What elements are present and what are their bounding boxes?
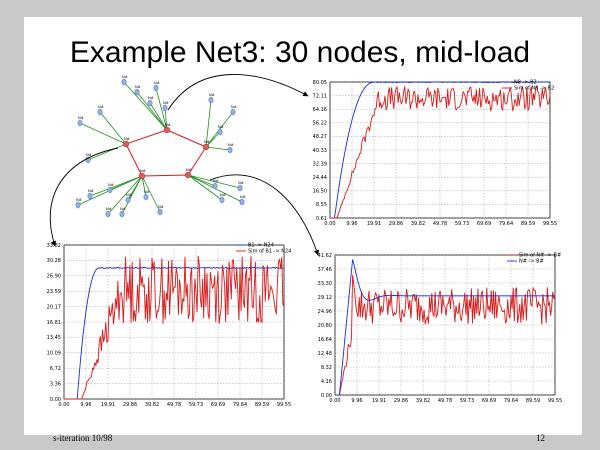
chart-bottom-left: 0.00 9.96 19.91 29.86 39.82 49.78 59.73 69.69 79… (34, 237, 292, 413)
y-tick-label: 72.11 (313, 93, 327, 99)
series-line-red (335, 274, 556, 396)
y-tick-label: 48.27 (313, 134, 327, 140)
x-tick-label: 9.96 (346, 221, 357, 227)
x-tick-label: 9.96 (80, 402, 91, 408)
y-tick-label: 24.44 (313, 175, 327, 181)
x-tick-label: 0.00 (324, 221, 335, 227)
x-tick-label: 59.73 (455, 221, 469, 227)
x-tick-label: 79.64 (499, 221, 513, 227)
y-tick-label: 10.09 (47, 351, 61, 357)
legend-label: N# -> B# (519, 259, 544, 265)
x-tick-label: 69.69 (477, 221, 491, 227)
y-tick-label: 41.62 (318, 253, 332, 259)
x-tick-label: 0.00 (58, 402, 69, 408)
y-tick-label: 56.22 (313, 121, 327, 127)
y-tick-label: 8.55 (316, 202, 327, 208)
x-tick-label: 89.59 (521, 221, 535, 227)
x-tick-label: 59.73 (189, 402, 203, 408)
x-tick-label: 9.96 (351, 398, 362, 404)
page-number: 12 (536, 433, 545, 443)
series-line-blue (330, 81, 551, 219)
x-tick-label: 19.91 (367, 221, 381, 227)
x-tick-label: 39.82 (411, 221, 425, 227)
x-tick-label: 69.69 (211, 402, 225, 408)
legend-label: B1 -> N24 (248, 243, 274, 249)
y-tick-label: 23.59 (47, 289, 61, 295)
y-tick-label: 13.45 (47, 335, 61, 341)
y-tick-label: 8.32 (321, 365, 332, 371)
series-line-red (64, 255, 285, 400)
y-tick-label: 20.17 (47, 304, 61, 310)
x-tick-label: 99.55 (277, 402, 291, 408)
y-tick-label: 80.05 (313, 80, 327, 86)
chart-svg: 0.00 9.96 19.91 29.86 39.82 49.78 59.73 69.69 79… (313, 80, 557, 227)
chart-svg: 0.00 9.96 19.91 29.86 39.82 49.78 59.73 69.69 79… (318, 253, 562, 404)
y-tick-label: 20.80 (318, 323, 332, 329)
x-tick-label: 99.55 (543, 221, 557, 227)
y-tick-label: 0.00 (50, 397, 61, 403)
slide-title: Example Net3: 30 nodes, mid-load (69, 36, 531, 69)
y-tick-label: 30.28 (47, 258, 61, 264)
y-tick-label: 32.39 (313, 161, 327, 167)
y-tick-label: 64.16 (313, 107, 327, 113)
x-tick-label: 19.91 (372, 398, 386, 404)
x-tick-label: 39.82 (145, 402, 159, 408)
chart-svg: 0.00 9.96 19.91 29.86 39.82 49.78 59.73 69.69 79… (47, 243, 292, 408)
x-tick-label: 59.73 (460, 398, 474, 404)
x-tick-label: 89.59 (255, 402, 269, 408)
x-tick-label: 49.78 (433, 221, 447, 227)
x-tick-label: 79.64 (233, 402, 247, 408)
y-tick-label: 16.81 (47, 320, 61, 326)
x-tick-label: 49.78 (438, 398, 452, 404)
x-tick-label: 19.91 (101, 402, 115, 408)
x-tick-label: 49.78 (167, 402, 181, 408)
series-line-blue (335, 259, 555, 396)
x-tick-label: 89.59 (526, 398, 540, 404)
x-tick-label: 69.69 (482, 398, 496, 404)
y-tick-label: 4.16 (321, 379, 332, 385)
y-tick-label: 40.33 (313, 148, 327, 154)
x-tick-label: 79.64 (504, 398, 518, 404)
y-tick-label: 33.30 (318, 281, 332, 287)
x-tick-label: 0.00 (329, 398, 340, 404)
x-tick-label: 29.86 (389, 221, 403, 227)
series-line-blue (64, 266, 285, 400)
y-tick-label: 12.48 (318, 351, 332, 357)
y-tick-label: 29.12 (318, 295, 332, 301)
chart-top-right: 0.00 9.96 19.91 29.86 39.82 49.78 59.73 69.69 79… (300, 74, 558, 232)
y-tick-label: 33.82 (47, 243, 61, 249)
y-tick-label: 3.36 (50, 381, 61, 387)
legend-label: Sim of B1 -> N24 (248, 249, 291, 255)
legend-label: Sim of N# -> B# (519, 253, 561, 259)
legend-label: Sim of N8 -> B2 (514, 86, 554, 92)
y-tick-label: 16.50 (313, 189, 327, 195)
y-tick-label: 0.00 (321, 393, 332, 399)
y-tick-label: 37.46 (318, 267, 332, 273)
y-tick-label: 16.64 (318, 337, 332, 343)
x-tick-label: 29.86 (123, 402, 137, 408)
legend-label: N8 -> B2 (514, 80, 537, 86)
x-tick-label: 99.55 (548, 398, 562, 404)
y-tick-label: 26.90 (47, 274, 61, 280)
x-tick-label: 39.82 (416, 398, 430, 404)
y-tick-label: 0.61 (316, 216, 327, 222)
x-tick-label: 29.86 (394, 398, 408, 404)
series-line-red (330, 85, 551, 219)
y-tick-label: 24.96 (318, 309, 332, 315)
y-tick-label: 6.72 (50, 366, 61, 372)
footer-note: s-iteration 10/98 (53, 433, 113, 443)
chart-bottom-right: 0.00 9.96 19.91 29.86 39.82 49.78 59.73 69.69 79… (305, 247, 563, 409)
